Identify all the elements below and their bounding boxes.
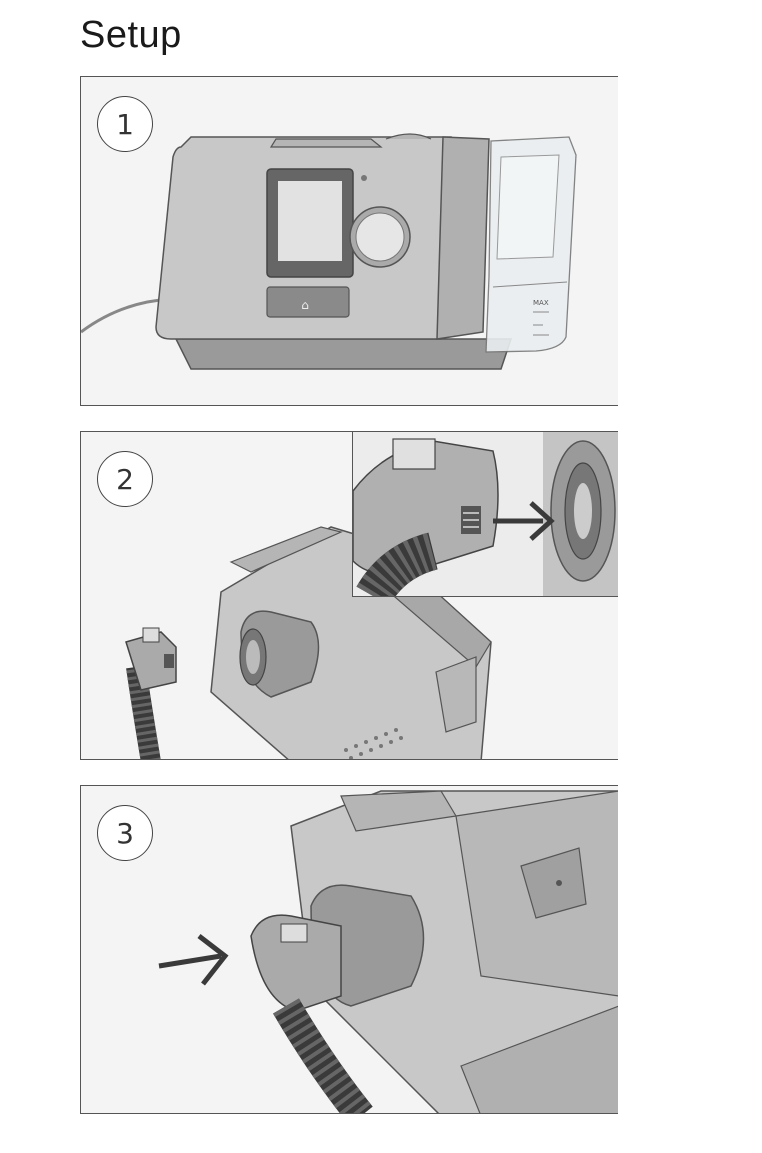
page-title: Setup	[80, 14, 182, 56]
step-number-badge: 1	[97, 96, 153, 152]
tub-max-label: MAX	[533, 299, 549, 307]
right-arrow-icon	[197, 934, 229, 986]
step-1-panel: 1 ⌂ MAX	[80, 76, 618, 406]
connector-detail-illustration	[353, 432, 618, 596]
step-2-panel: 2	[80, 431, 618, 760]
step-number-badge: 2	[97, 451, 153, 507]
step-number-badge: 3	[97, 805, 153, 861]
right-arrow-icon	[529, 501, 555, 541]
connected-tubing-illustration	[158, 790, 618, 1113]
device-illustration: ⌂ MAX	[81, 133, 577, 370]
svg-text:⌂: ⌂	[301, 298, 309, 312]
connector-detail-inset	[352, 432, 618, 597]
step-3-panel: 3	[80, 785, 618, 1114]
